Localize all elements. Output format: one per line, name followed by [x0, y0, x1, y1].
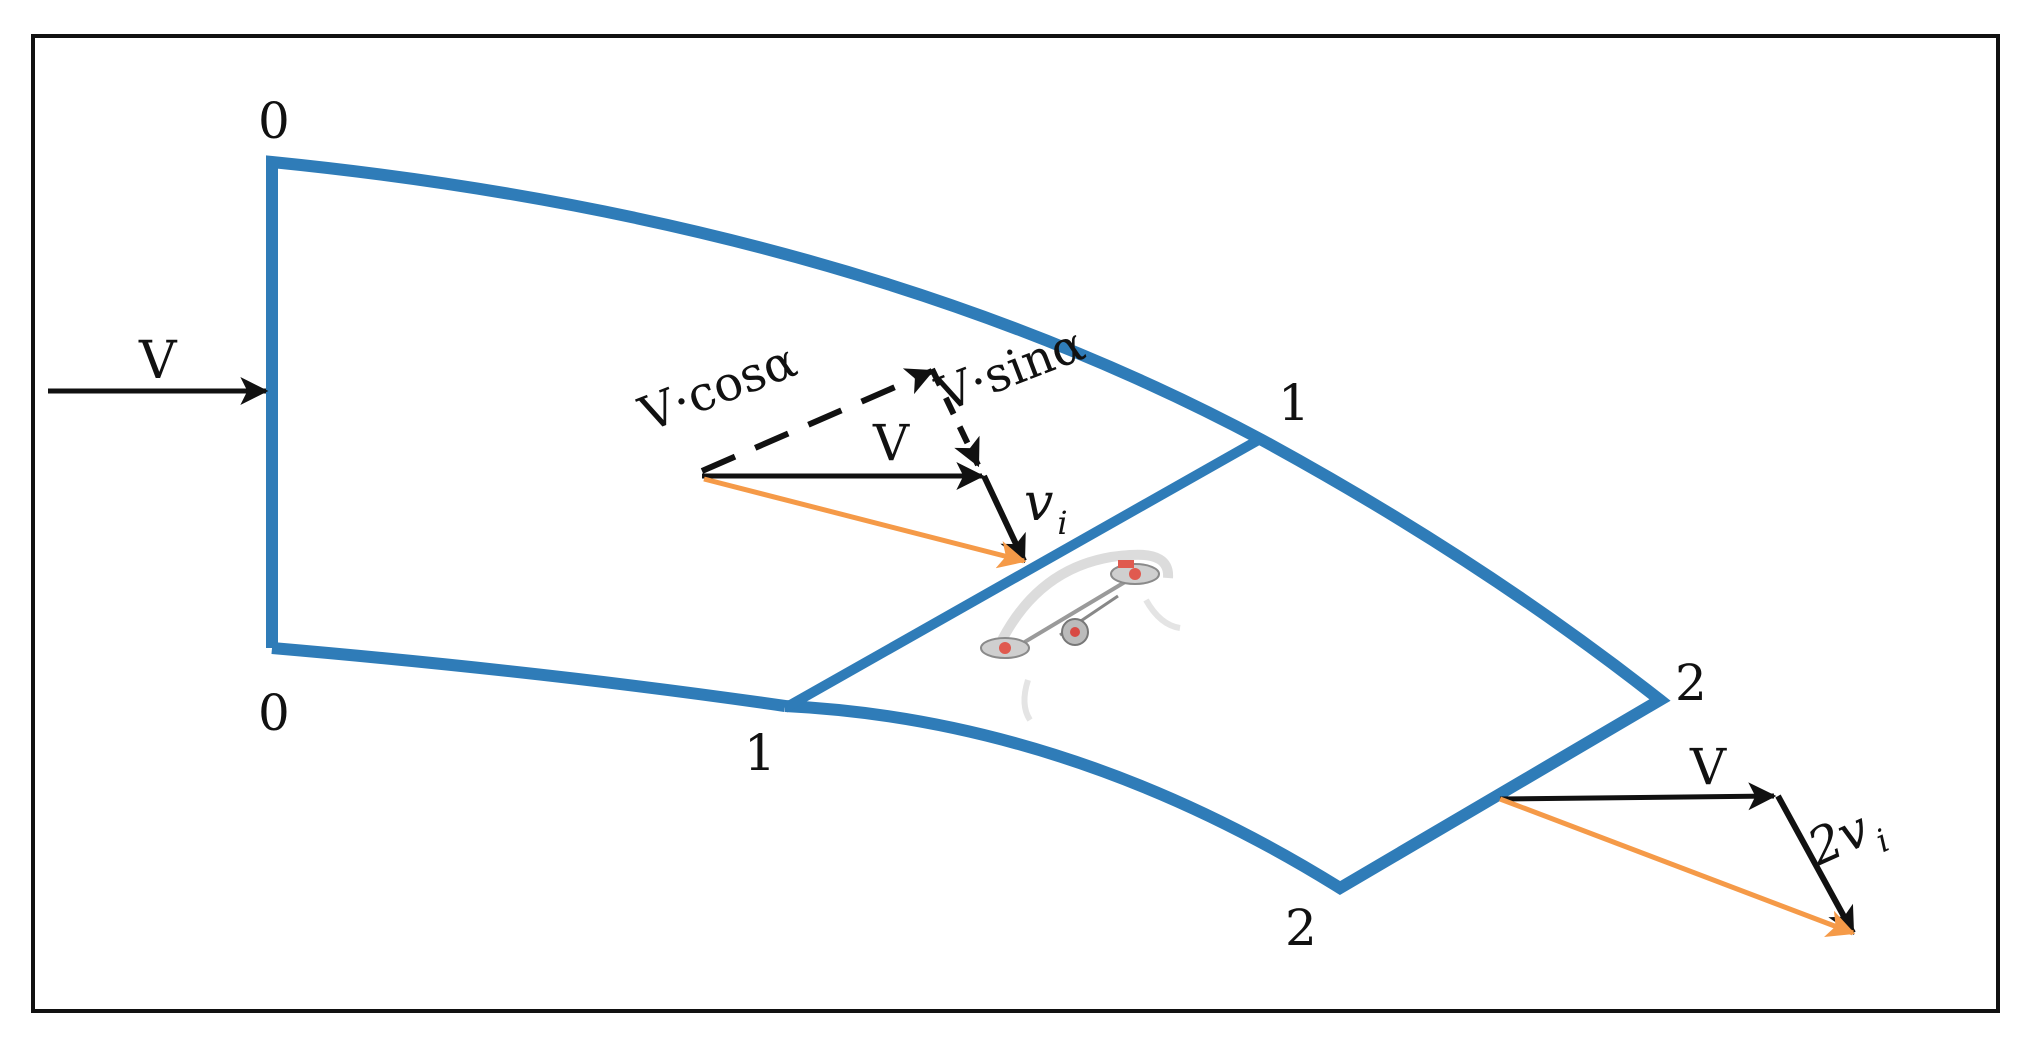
freestream-v-label: V — [138, 331, 178, 391]
rotor-disk-line — [782, 433, 1265, 713]
drone-leg-left — [1021, 679, 1033, 722]
induced-velocity-subscript: i — [1057, 504, 1067, 542]
drone-motor-1 — [999, 642, 1011, 654]
far-wake-resultant-arrow — [1499, 796, 1856, 937]
stream-tube-outline — [266, 155, 1671, 896]
drone-motor-2 — [1129, 568, 1141, 580]
far-wake-induced-arrow — [1775, 794, 1856, 936]
far-wake-induced-symbol: 2v — [1798, 800, 1877, 878]
v-cos-label: V·cosα — [631, 333, 804, 444]
station-2-top-label: 2 — [1675, 654, 1707, 712]
outer-frame — [31, 34, 2000, 1013]
induced-velocity-arrow — [981, 474, 1027, 564]
resultant-velocity-arrow — [703, 476, 1027, 569]
station-1-bottom-label: 1 — [744, 724, 776, 782]
drone-frame-beam — [1006, 574, 1137, 654]
drone-marker — [1118, 560, 1134, 568]
station-1-top-label: 1 — [1278, 374, 1310, 432]
drone-camera — [1070, 627, 1080, 637]
far-wake-induced-label: 2vi — [1798, 794, 1894, 887]
stream-tube — [266, 155, 1671, 896]
station-0-top-label: 0 — [258, 92, 290, 150]
drone-leg-right — [1143, 598, 1181, 631]
far-wake-v-arrow — [1499, 782, 1777, 811]
v-sin-component-arrow — [929, 367, 981, 468]
rotor-v-label: V — [872, 414, 910, 472]
station-2-bottom-label: 2 — [1285, 899, 1317, 957]
far-wake-v-label: V — [1689, 738, 1727, 796]
station-0-bottom-label: 0 — [258, 684, 290, 742]
induced-velocity-symbol: v — [1024, 473, 1053, 533]
drone-arm-front — [993, 549, 1174, 651]
quadcopter-drone-icon — [980, 549, 1181, 722]
v-cos-component-arrow — [700, 368, 935, 474]
stream-tube-lower-boundary — [271, 642, 786, 712]
